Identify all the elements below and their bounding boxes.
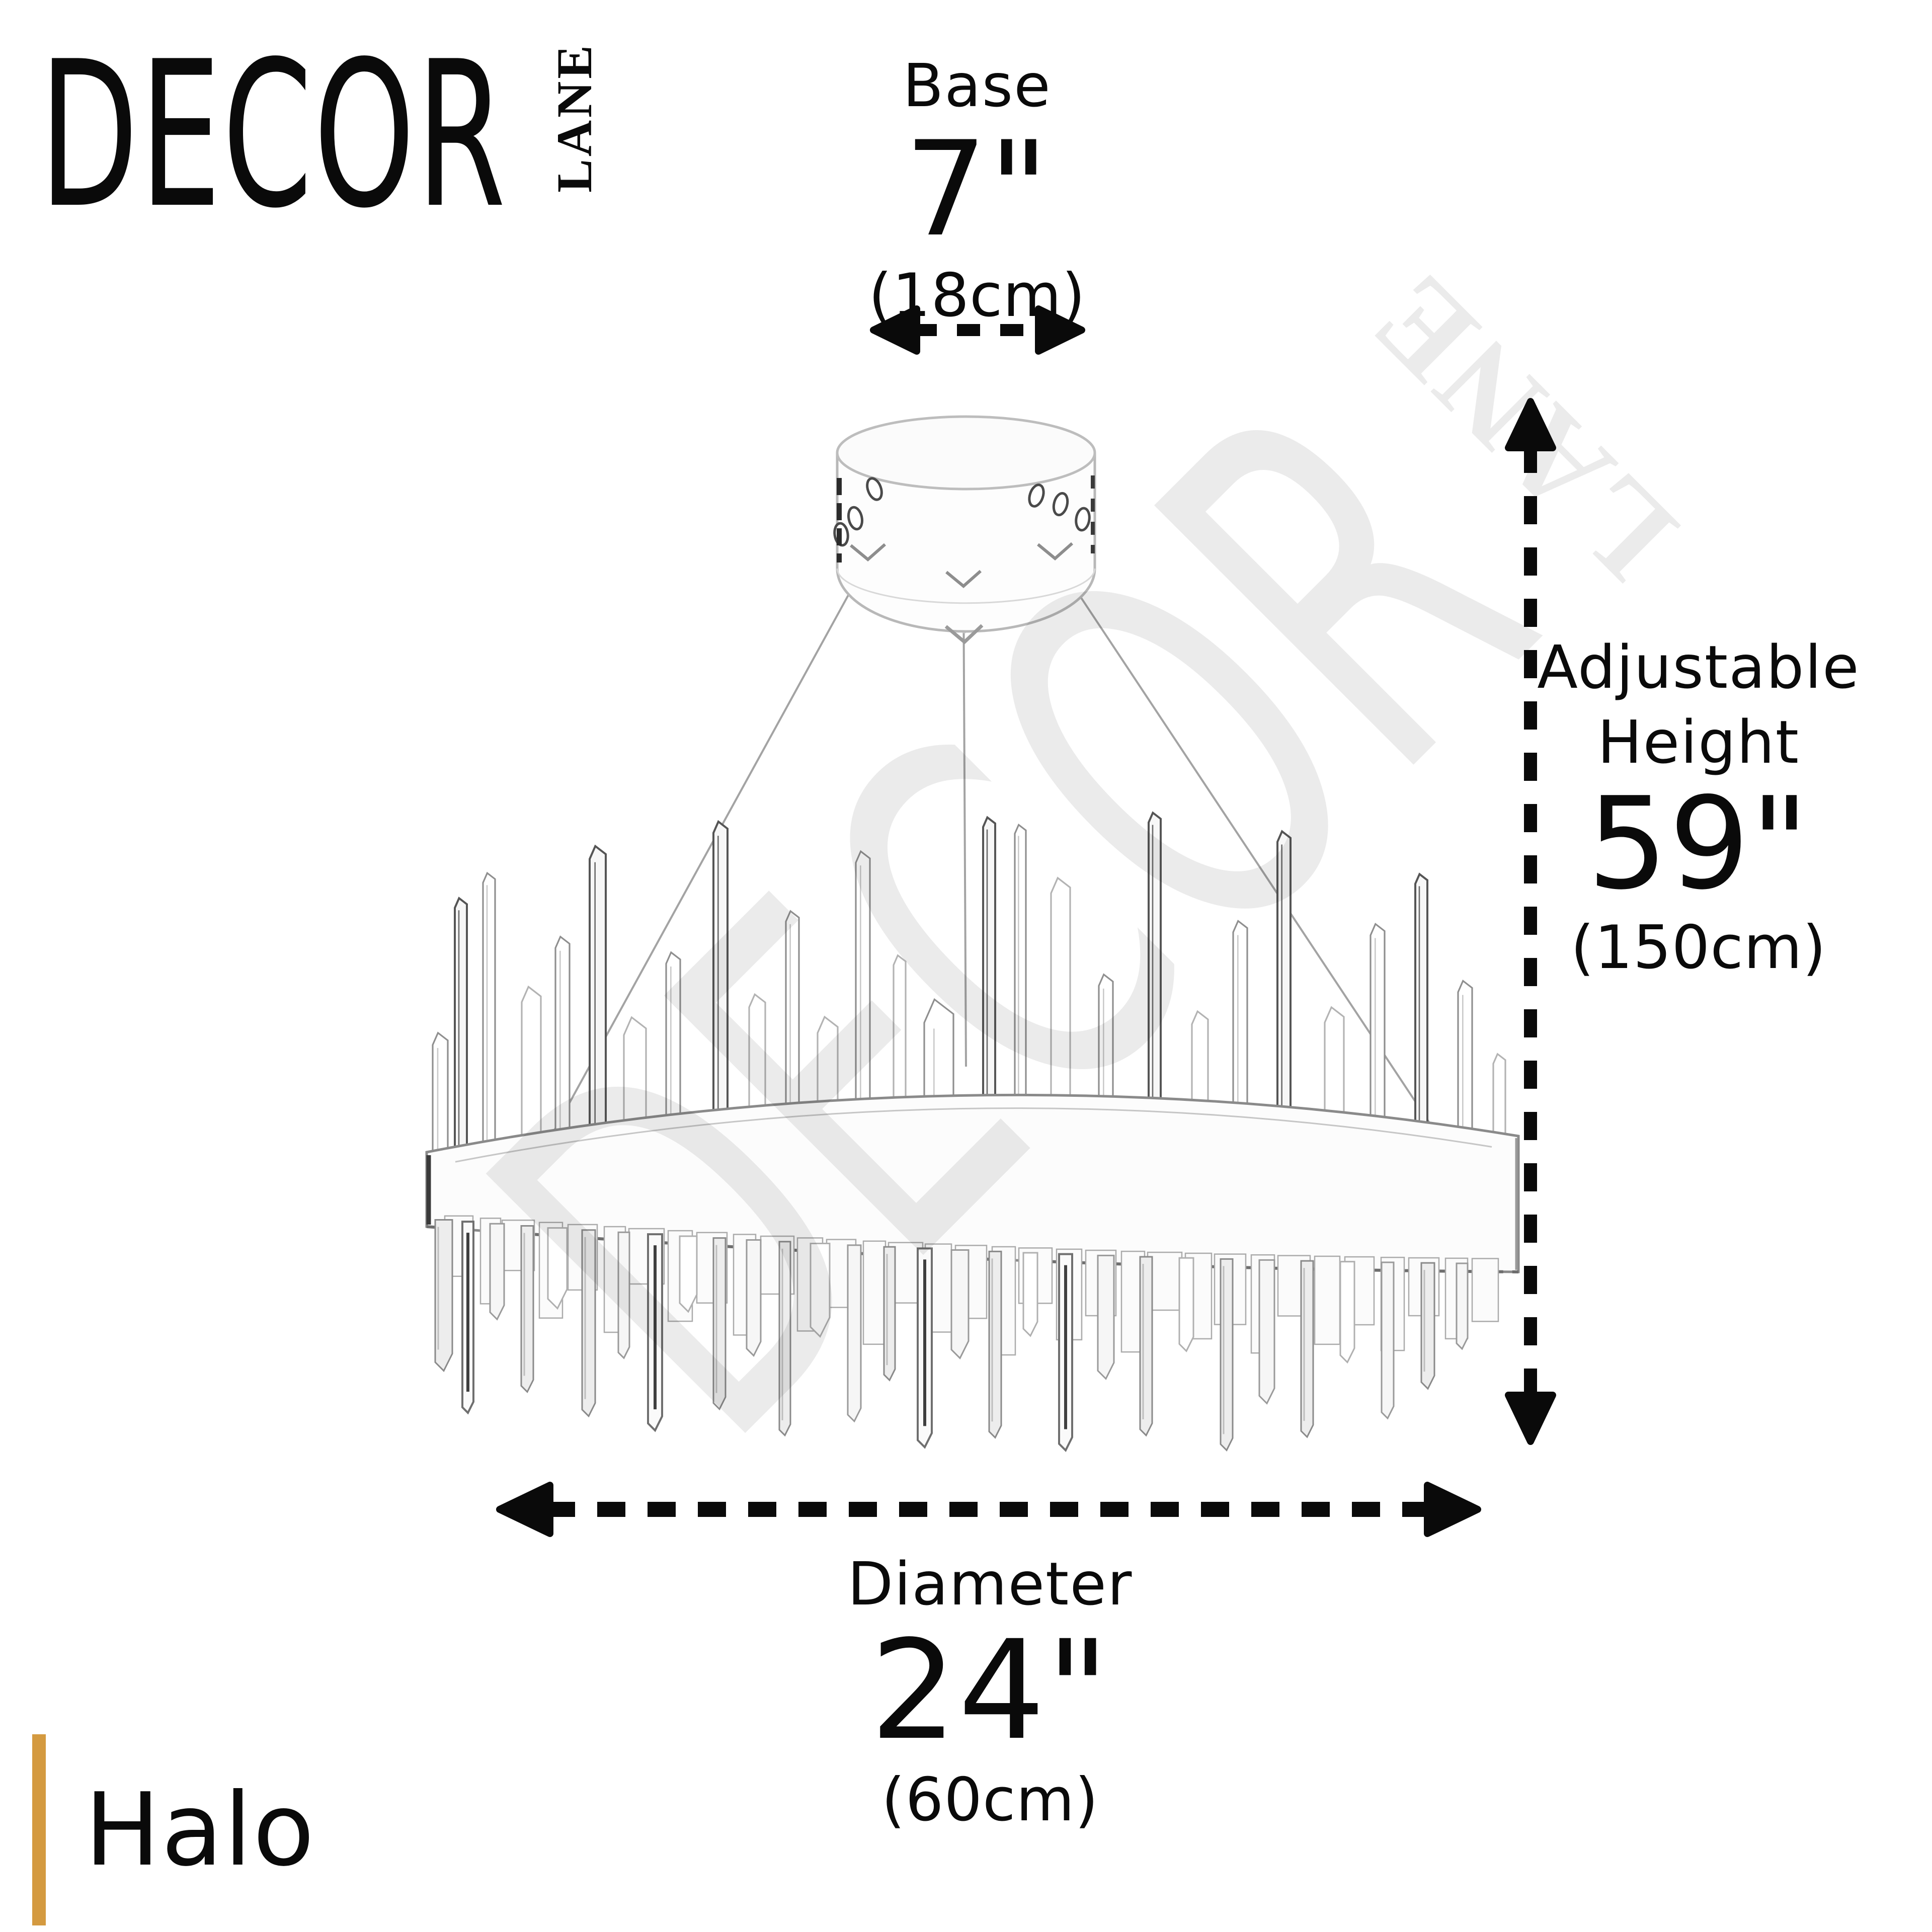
base-width-arrow [870,305,1085,355]
diameter-arrow [496,1482,1481,1537]
base-label: Base [903,51,1052,120]
base-metric: (18cm) [868,261,1086,331]
product-name: Halo [85,1772,315,1889]
diameter-dimension-block: Diameter 24" (60cm) [848,1547,1133,1840]
height-metric: (150cm) [1570,913,1827,983]
height-dimension-block: Adjustable Height 59" (150cm) [1537,630,1860,988]
crystal-spikes [432,811,1506,1155]
diameter-label: Diameter [847,1549,1133,1619]
brand-logo-lane: LANE [546,43,602,193]
height-label-line2: Height [1597,707,1800,777]
gold-accent-bar [32,1734,46,1925]
diameter-value: 24" [870,1611,1110,1770]
height-value: 59" [1587,770,1810,918]
crystal-rods [434,1219,1469,1453]
diameter-metric: (60cm) [881,1765,1099,1835]
adjustable-height-arrow [1505,398,1556,1445]
base-dimension-block: Base 7" (18cm) [868,48,1086,336]
brand-logo-decor: DECOR [39,19,507,253]
height-label-line1: Adjustable [1537,632,1860,702]
base-value: 7" [904,113,1050,266]
brand-logo: DECOR LANE [39,35,643,236]
ceiling-canopy [833,415,1096,645]
